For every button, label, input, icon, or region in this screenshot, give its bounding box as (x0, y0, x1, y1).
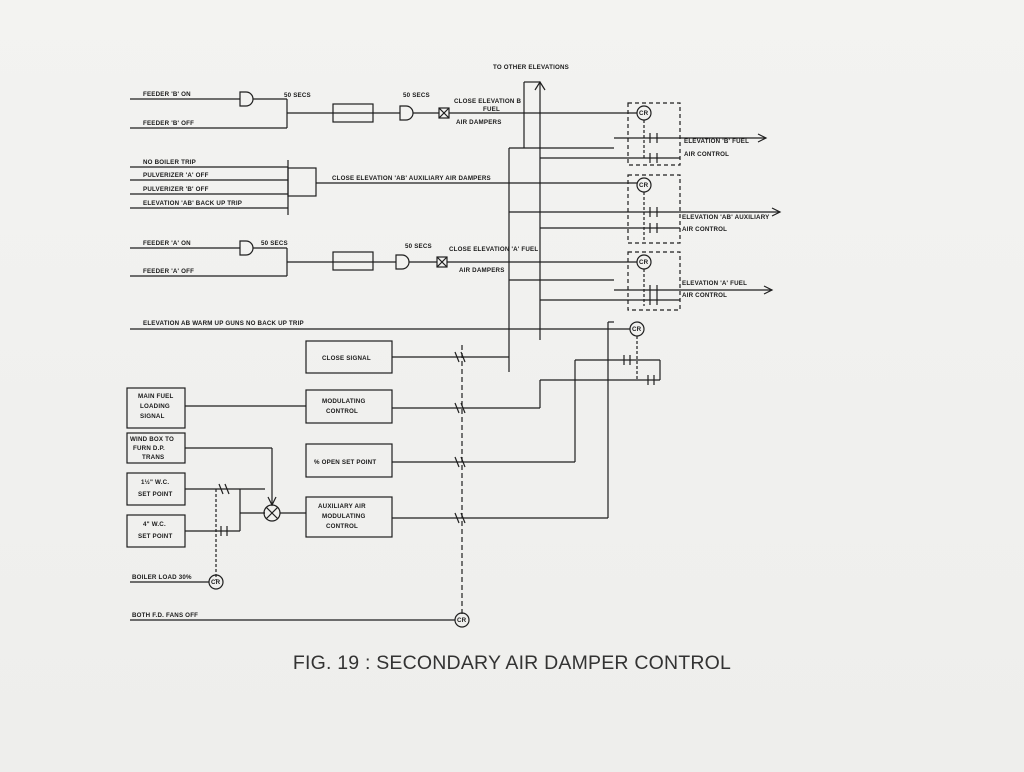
windbox-line3: TRANS (142, 454, 164, 461)
close-a-line1: CLOSE ELEVATION 'A' FUEL (449, 246, 538, 253)
relay-b-label: CR (639, 110, 649, 117)
figure-caption: FIG. 19 : SECONDARY AIR DAMPER CONTROL (292, 652, 732, 674)
top-output-arrow (523, 80, 546, 340)
diagram-labels: TO OTHER ELEVATIONS FEEDER 'B' ON FEEDER… (130, 64, 770, 624)
relay-cabinet-a (614, 251, 774, 311)
close-signal-label: CLOSE SIGNAL (322, 355, 371, 362)
relay-a-label: CR (639, 259, 649, 266)
close-b-line1: CLOSE ELEVATION B (454, 98, 521, 105)
windbox-line1: WIND BOX TO (130, 436, 174, 443)
relay-boiler-label: CR (211, 579, 221, 586)
wc2-line2: SET POINT (138, 533, 172, 540)
timer-3-label: 50 SECS (261, 240, 288, 247)
elevation-ab-backup-label: ELEVATION 'AB' BACK UP TRIP (143, 200, 242, 207)
output-ab-line2: AIR CONTROL (682, 226, 727, 233)
main-fuel-line1: MAIN FUEL (138, 393, 174, 400)
output-b-line1: ELEVATION 'B' FUEL (684, 138, 749, 145)
no-boiler-trip-label: NO BOILER TRIP (143, 159, 196, 166)
aux-line3: CONTROL (326, 523, 358, 530)
output-ab-line1: ELEVATION 'AB' AUXILIARY (682, 214, 770, 221)
main-fuel-line2: LOADING (140, 403, 170, 410)
output-a-line2: AIR CONTROL (682, 292, 727, 299)
close-a-line2: AIR DAMPERS (459, 267, 505, 274)
relay-ab-label: CR (639, 182, 649, 189)
feeder-b-on-label: FEEDER 'B' ON (143, 91, 191, 98)
output-b-line2: AIR CONTROL (684, 151, 729, 158)
output-a-line1: ELEVATION 'A' FUEL (682, 280, 747, 287)
fd-fans-off-label: BOTH F.D. FANS OFF (132, 612, 198, 619)
wc1-line1: 1½" W.C. (141, 479, 169, 486)
close-b-line3: AIR DAMPERS (456, 119, 502, 126)
relay-warmup-label: CR (632, 326, 642, 333)
feeder-a-off-label: FEEDER 'A' OFF (143, 268, 194, 275)
timer-1-label: 50 SECS (284, 92, 311, 99)
wc1-line2: SET POINT (138, 491, 172, 498)
windbox-line2: FURN D.P. (133, 445, 165, 452)
boiler-load-label: BOILER LOAD 30% (132, 574, 192, 581)
warm-up-guns-line (130, 321, 661, 518)
timer-2-label: 50 SECS (403, 92, 430, 99)
feeder-b-logic (130, 91, 614, 129)
left-input-boxes (126, 387, 306, 580)
mod-line1: MODULATING (322, 398, 365, 405)
wc2-line1: 4" W.C. (143, 521, 166, 528)
aux-line2: MODULATING (322, 513, 365, 520)
feeder-a-on-label: FEEDER 'A' ON (143, 240, 191, 247)
bottom-trip-lines (130, 574, 470, 628)
timer-4-label: 50 SECS (405, 243, 432, 250)
feeder-b-off-label: FEEDER 'B' OFF (143, 120, 194, 127)
feeder-a-logic (130, 240, 614, 277)
control-blocks (305, 340, 608, 615)
bus-lines (508, 147, 614, 372)
mod-line2: CONTROL (326, 408, 358, 415)
pulverizer-b-off-label: PULVERIZER 'B' OFF (143, 186, 209, 193)
aux-line1: AUXILIARY AIR (318, 503, 366, 510)
warm-up-guns-label: ELEVATION AB WARM UP GUNS NO BACK UP TRI… (143, 320, 304, 327)
relay-cabinet-b (614, 102, 768, 166)
main-fuel-line3: SIGNAL (140, 413, 165, 420)
setpoint-label: % OPEN SET POINT (314, 459, 376, 466)
pulverizer-a-off-label: PULVERIZER 'A' OFF (143, 172, 209, 179)
close-ab-label: CLOSE ELEVATION 'AB' AUXILIARY AIR DAMPE… (332, 175, 491, 182)
close-b-line2: FUEL (483, 106, 500, 113)
top-note: TO OTHER ELEVATIONS (493, 64, 569, 71)
relay-fans-label: CR (457, 617, 467, 624)
elevation-ab-logic (130, 160, 614, 215)
relay-cabinet-ab (614, 174, 782, 244)
